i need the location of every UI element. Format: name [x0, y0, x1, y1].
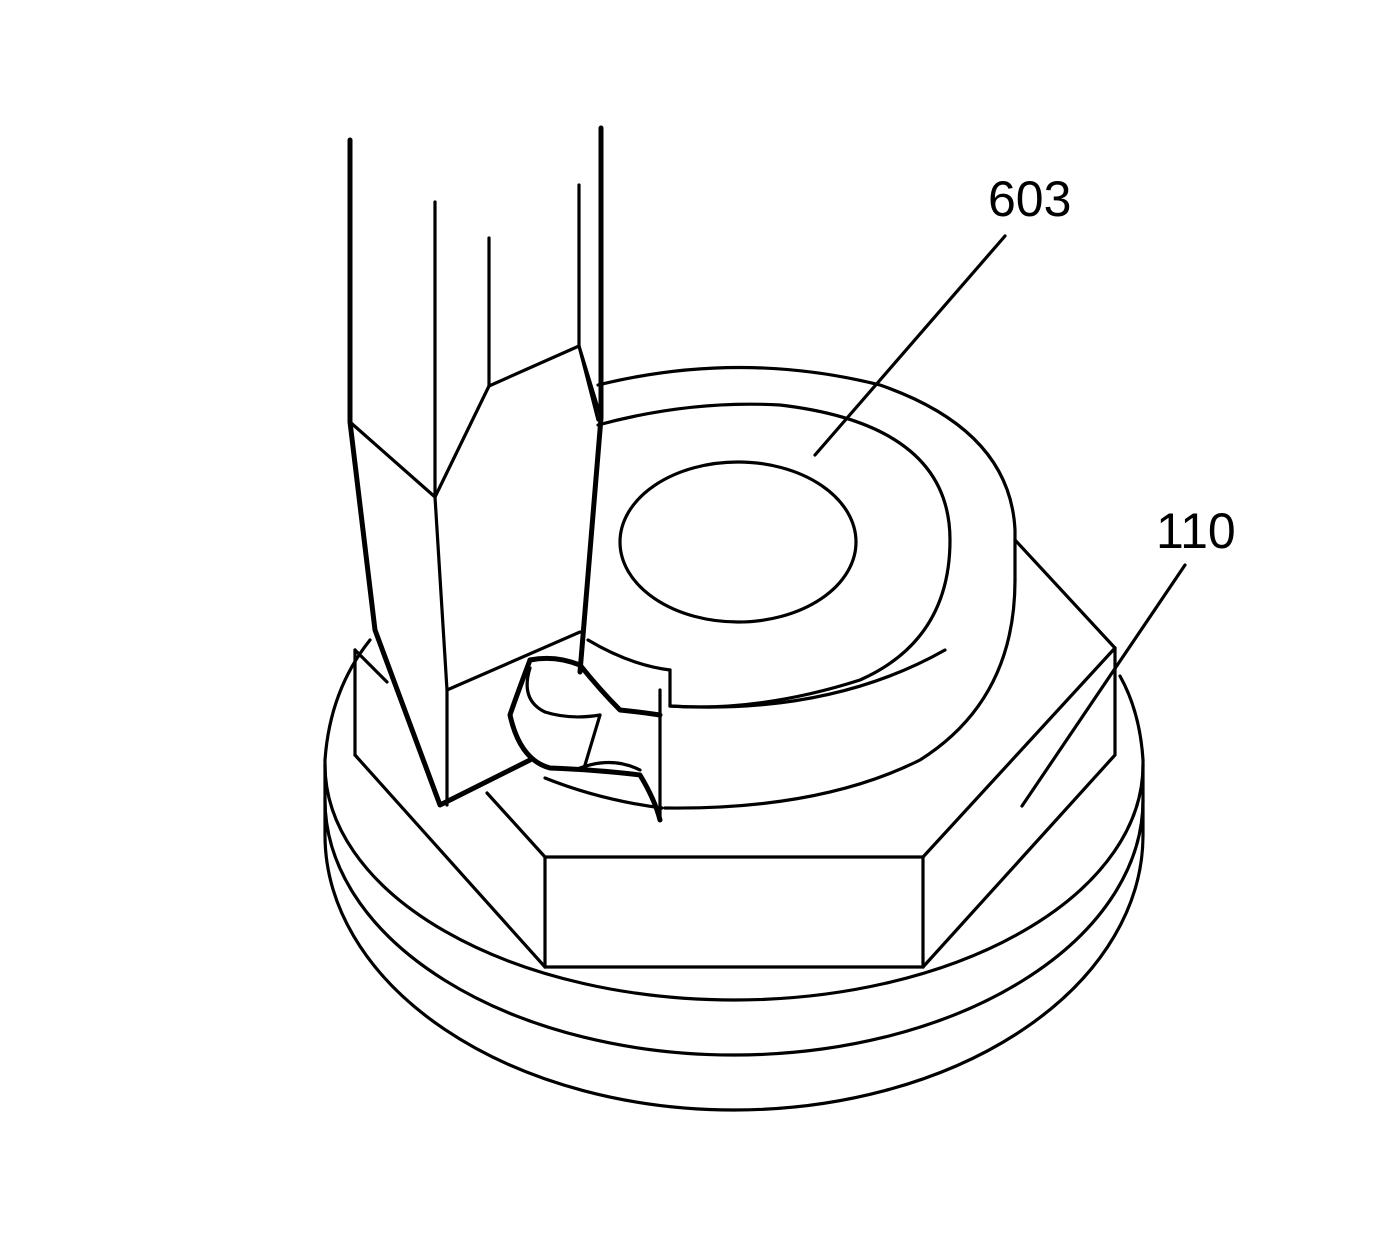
callout-603: 603 [988, 171, 1071, 227]
leader-110 [1020, 563, 1187, 808]
chisel-tool [347, 125, 604, 808]
base-flange [323, 638, 1145, 1112]
callout-110: 110 [1156, 503, 1236, 559]
hex-nut-110 [353, 538, 1117, 969]
leader-603 [813, 234, 1007, 457]
staked-lip [507, 655, 663, 823]
collar-603 [543, 365, 1017, 822]
